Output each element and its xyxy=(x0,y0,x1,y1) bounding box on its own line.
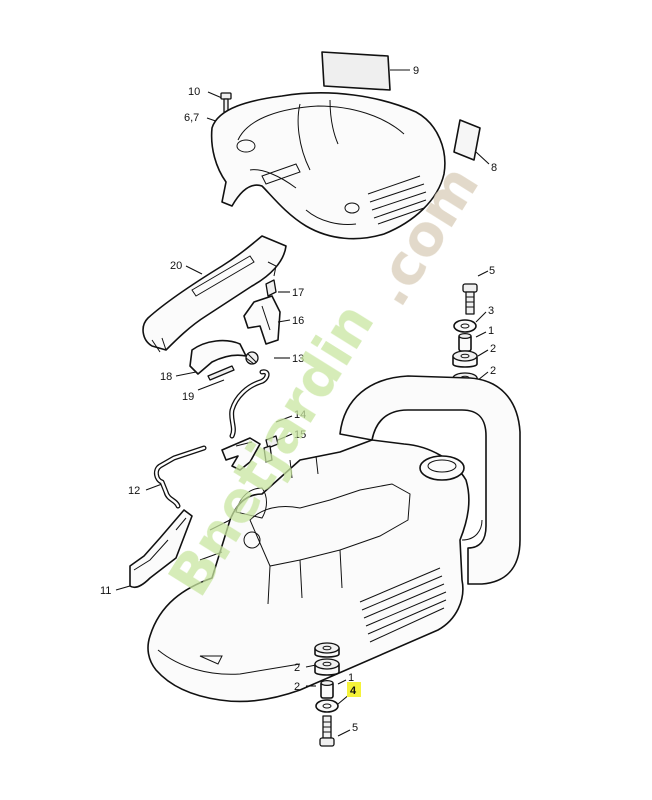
part-9-label xyxy=(321,51,410,91)
part-11-plate xyxy=(115,509,193,591)
callout-13: 13 xyxy=(292,353,304,365)
main-housing xyxy=(147,375,521,703)
callout-14: 14 xyxy=(294,409,306,421)
part-5-screw-bottom xyxy=(319,715,351,747)
callout-17: 17 xyxy=(292,287,304,299)
part-16-17-throttle-lever xyxy=(243,279,291,345)
callout-19: 19 xyxy=(182,391,194,403)
part-8-label xyxy=(453,119,490,165)
callout-20: 20 xyxy=(170,260,182,272)
callout-5-top: 5 xyxy=(489,265,495,277)
callout-4-highlight xyxy=(347,682,361,697)
callout-10: 10 xyxy=(188,86,200,98)
callout-5-bottom: 5 xyxy=(352,722,358,734)
callout-18: 18 xyxy=(160,371,172,383)
callout-1-top: 1 xyxy=(488,325,494,337)
part-3-washer xyxy=(453,311,487,333)
callout-6-7: 6,7 xyxy=(184,112,199,124)
part-20-grip xyxy=(142,235,287,353)
callout-2-top-a: 2 xyxy=(490,343,496,355)
part-12-throttle-rod xyxy=(145,445,207,509)
part-1-spacer-top xyxy=(458,331,487,352)
part-19-pin xyxy=(197,365,235,391)
callout-15: 15 xyxy=(294,429,306,441)
part-2-damper-bottom-a xyxy=(305,658,340,676)
callout-labels: 9 10 6,7 8 20 17 16 18 13 19 5 3 1 2 2 1… xyxy=(100,65,497,734)
part-14-lever xyxy=(221,415,293,471)
part-1-spacer-bottom xyxy=(320,679,347,699)
callout-4: 4 xyxy=(350,685,357,697)
callout-2-top-b: 2 xyxy=(490,365,496,377)
callout-16: 16 xyxy=(292,315,304,327)
part-2-damper-top-a xyxy=(452,349,489,368)
callout-11: 11 xyxy=(100,585,111,597)
part-2-damper-bottom-b xyxy=(306,642,340,687)
part-18-trigger xyxy=(175,339,259,377)
part-5-screw-top xyxy=(462,270,489,315)
callout-2-bottom-a: 2 xyxy=(294,662,300,674)
callout-8: 8 xyxy=(491,162,497,174)
part-4-washer xyxy=(315,693,351,713)
callout-2-bottom-b: 2 xyxy=(294,681,300,693)
callout-1-bottom: 1 xyxy=(348,672,354,684)
callout-12: 12 xyxy=(128,485,140,497)
part-13-rod xyxy=(229,357,290,439)
part-10-screw xyxy=(207,91,232,113)
callout-3: 3 xyxy=(488,305,494,317)
part-6-7-handle-cover xyxy=(206,92,446,240)
callout-9: 9 xyxy=(413,65,419,77)
part-15-pin xyxy=(263,433,293,463)
